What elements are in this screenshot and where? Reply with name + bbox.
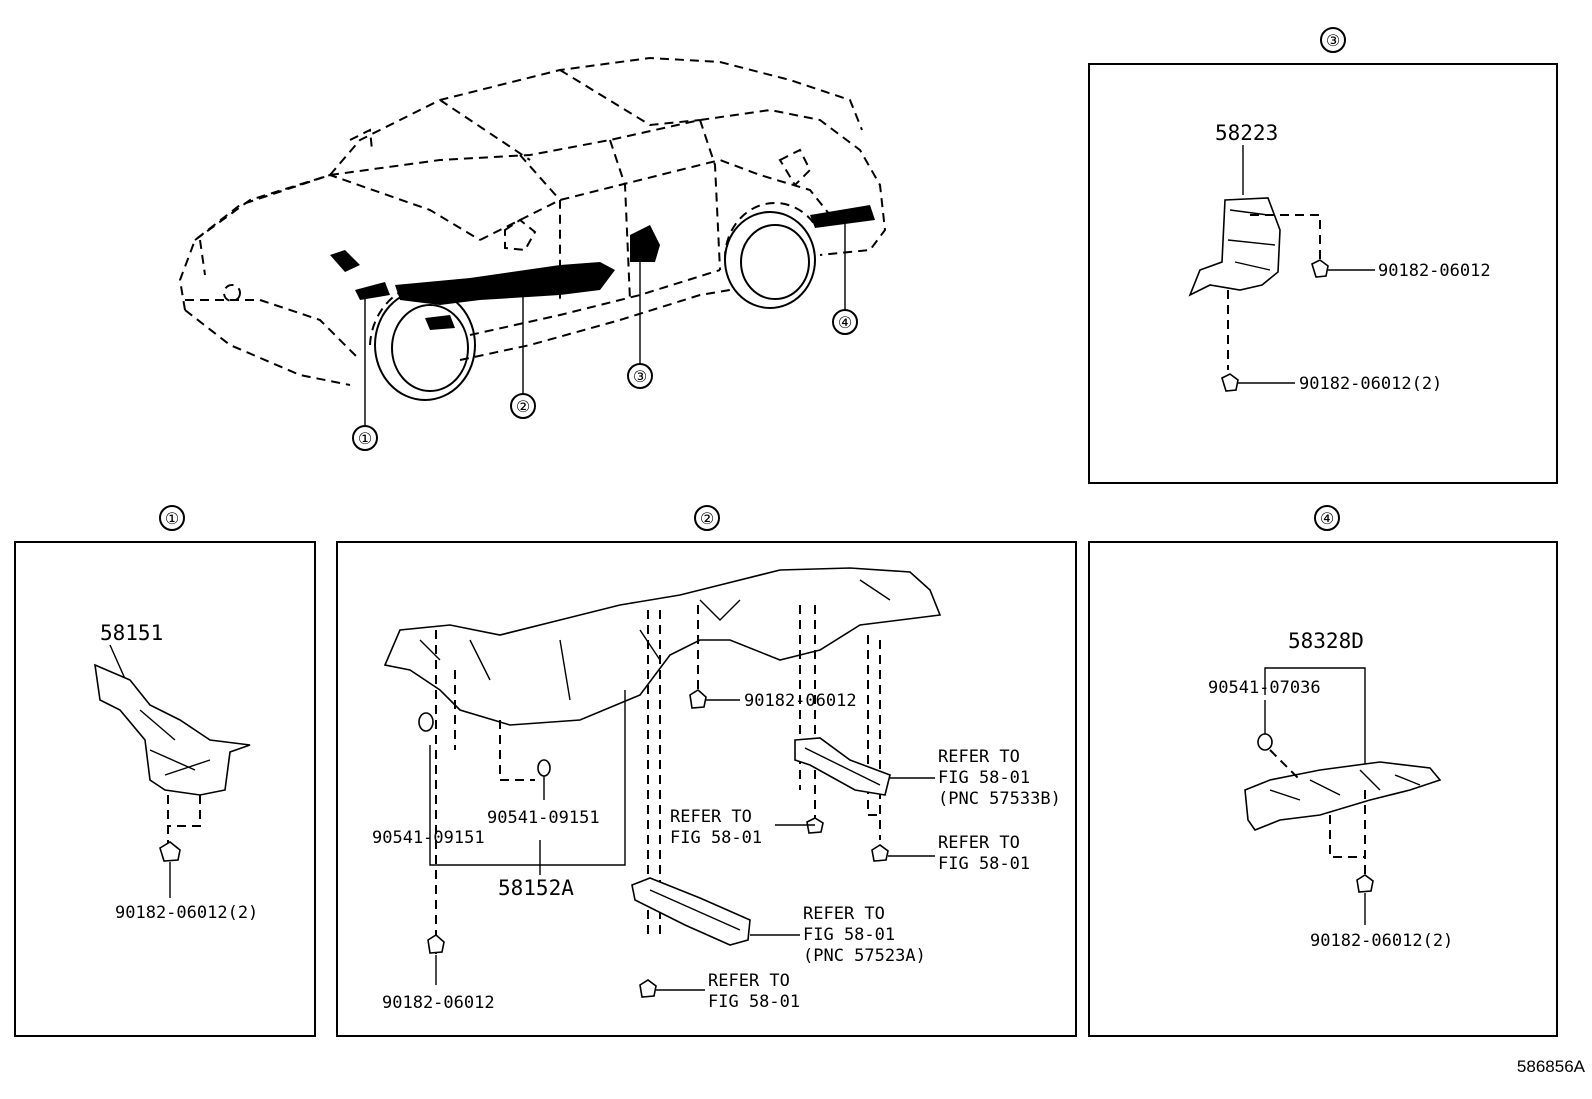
- panel-2-frame: [336, 541, 1077, 1037]
- ref-bolt-b-line2: FIG 58-01: [938, 854, 1030, 874]
- clip-90541-09151-a-label: 90541-09151: [372, 828, 485, 848]
- callout-3-car: ③: [633, 367, 647, 386]
- callout-2-car: ②: [516, 397, 530, 416]
- nut-90182-06012-bottom-label: 90182-06012: [382, 993, 495, 1013]
- part-58328d: [1244, 761, 1442, 831]
- panel-4: ④ 58328D 90541-07036 90182-06012(2): [1088, 505, 1558, 1037]
- ref-57523a-line1: REFER TO: [803, 904, 885, 924]
- ref-bolt-c-line2: FIG 58-01: [708, 992, 800, 1012]
- panel-3-frame: [1088, 63, 1558, 484]
- nut-90182-06012-top-label: 90182-06012: [744, 691, 857, 711]
- part-58223: [1188, 197, 1281, 297]
- part-58151-label: 58151: [100, 621, 163, 645]
- ref-57523a-line3: (PNC 57523A): [803, 946, 926, 966]
- callout-4-car: ④: [838, 313, 852, 332]
- part-58151: [94, 663, 251, 796]
- part-58152a-label: 58152A: [498, 876, 574, 900]
- callout-1-car: ①: [358, 429, 372, 448]
- panel-3-callout: ③: [1326, 31, 1340, 50]
- ref-bolt-c-line1: REFER TO: [708, 971, 790, 991]
- ref-57533b-line2: FIG 58-01: [938, 768, 1030, 788]
- panel-1-callout: ①: [165, 509, 179, 528]
- panel-3: ③ 58223 90182-06012 90182-06012(2): [1088, 27, 1558, 484]
- bracket-57523a: [631, 877, 751, 946]
- part-58152a: [383, 567, 942, 726]
- panel-2: ② 58152A 90541-09151 90541-09151 90182-0…: [336, 505, 1077, 1037]
- ref-bolt-b-line1: REFER TO: [938, 833, 1020, 853]
- ref-57533b-line1: REFER TO: [938, 747, 1020, 767]
- panel-1: ① 58151 90182-06012(2): [14, 505, 316, 1037]
- ref-bolt-a-line2: FIG 58-01: [670, 828, 762, 848]
- nut-90182-06012-p3-label: 90182-06012: [1378, 261, 1491, 281]
- clip-90541-09151-b-label: 90541-09151: [487, 808, 600, 828]
- ref-57523a-line2: FIG 58-01: [803, 925, 895, 945]
- panel-4-frame: [1088, 541, 1558, 1037]
- ref-57533b-line3: (PNC 57533B): [938, 789, 1061, 809]
- clip-90541-07036-label: 90541-07036: [1208, 678, 1321, 698]
- nut-90182-06012-2-p1-label: 90182-06012(2): [115, 903, 258, 923]
- part-58223-label: 58223: [1215, 121, 1278, 145]
- panel-1-frame: [14, 541, 316, 1037]
- ref-bolt-a-line1: REFER TO: [670, 807, 752, 827]
- figure-id: 586856A: [1517, 1057, 1586, 1076]
- nut-90182-06012-2-p4-label: 90182-06012(2): [1310, 931, 1453, 951]
- part-58328d-label: 58328D: [1288, 629, 1364, 653]
- panel-2-callout: ②: [700, 509, 714, 528]
- panel-4-callout: ④: [1320, 509, 1334, 528]
- nut-90182-06012-2-p3-label: 90182-06012(2): [1299, 374, 1442, 394]
- car-overview: ① ② ③ ④: [178, 56, 887, 451]
